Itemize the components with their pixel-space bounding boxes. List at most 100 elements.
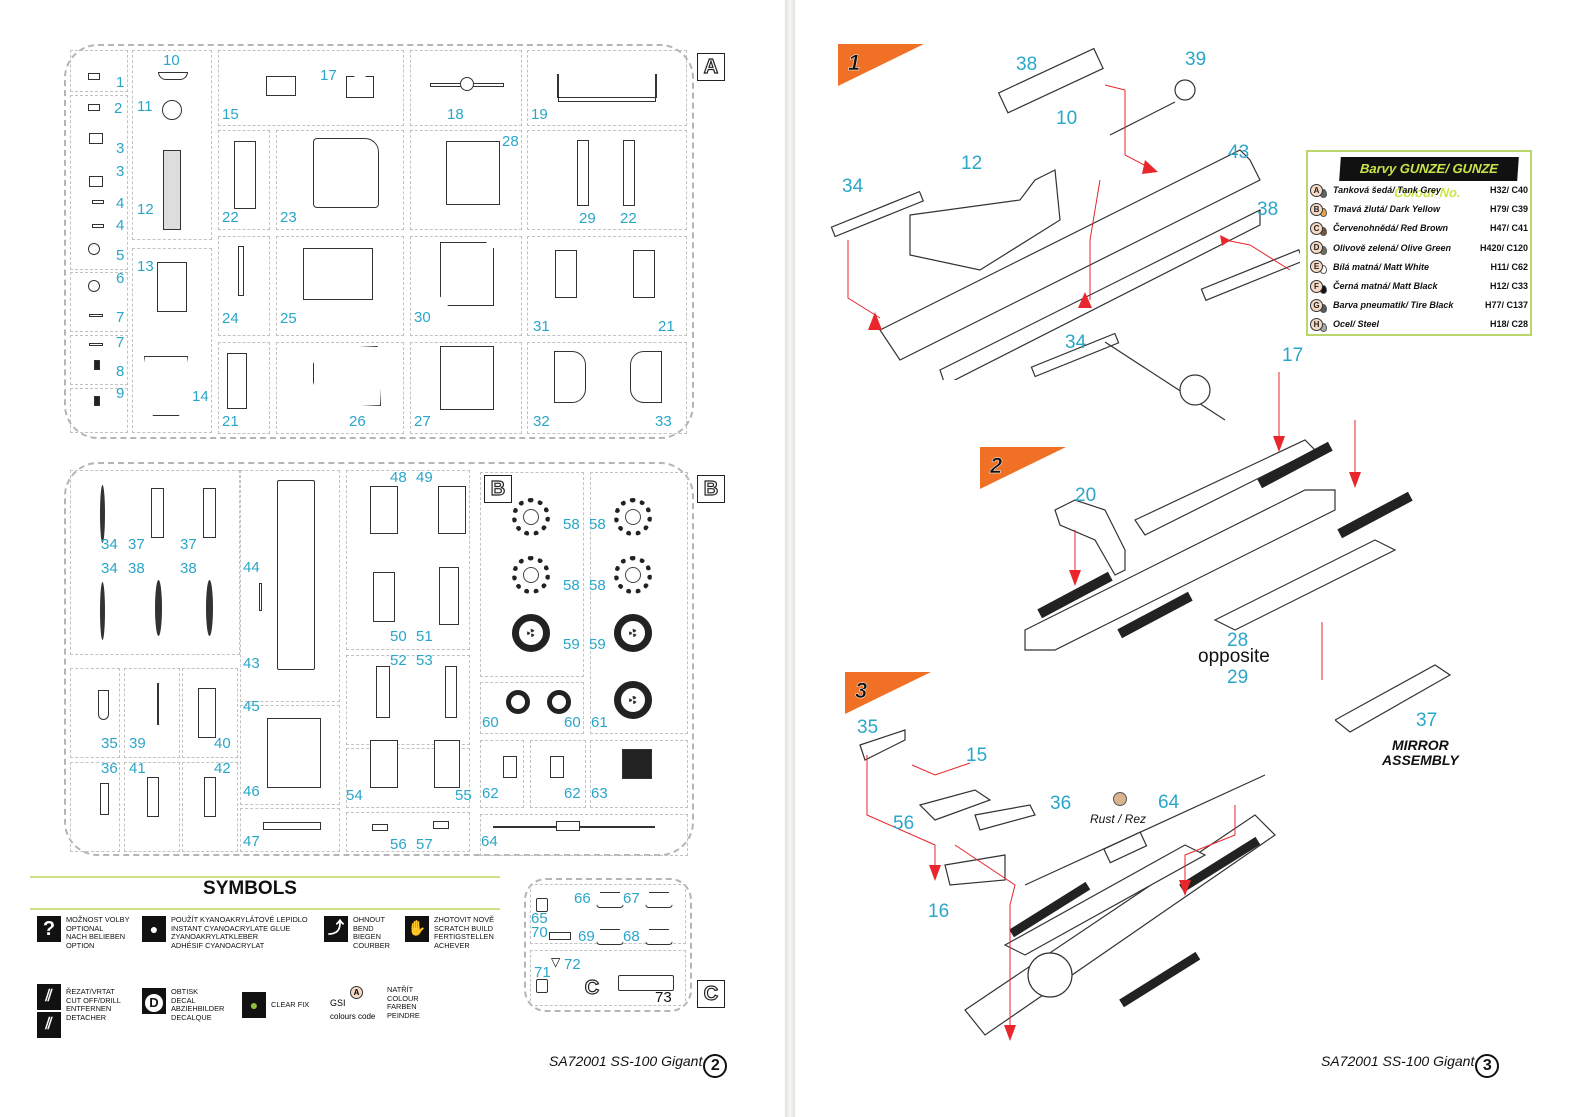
symbol-text: POUŽÍT KYANOAKRYLÁTOVÉ LEPIDLO INSTANT C… (171, 915, 308, 950)
product-code: SA72001 (549, 1053, 607, 1069)
paint-code: H12/ C33 (1489, 281, 1528, 291)
part-number: 33 (655, 413, 672, 430)
paint-letter-badge: C (1310, 221, 1323, 235)
paint-letter-badge: B (1310, 202, 1323, 216)
symbols-title: SYMBOLS (203, 878, 297, 899)
part-shape (376, 666, 390, 718)
part-number: 55 (455, 787, 472, 804)
sprue-b-label: B (697, 475, 725, 503)
sprue-cell (346, 812, 470, 852)
callout-20: 20 (1075, 485, 1097, 506)
sprue-cell (70, 388, 128, 433)
part-shape (204, 777, 216, 817)
paint-name: Červenohnědá/ Red Brown (1333, 223, 1449, 234)
part-shape (440, 346, 494, 410)
callout-38: 38 (1016, 54, 1038, 75)
model-name: SS-100 Gigant (1382, 1053, 1475, 1069)
sprue-cell (218, 50, 404, 126)
part-number: 3 (116, 140, 125, 157)
part-number: 31 (533, 318, 550, 335)
sprue-cell (530, 740, 586, 808)
paint-name: Olivově zelená/ Olive Green (1333, 242, 1452, 253)
part-number: 28 (502, 133, 519, 150)
part-number: 68 (623, 928, 640, 945)
sprue-cell (527, 342, 687, 434)
sprue-cell (124, 762, 180, 852)
part-number: 58 (563, 577, 580, 594)
paint-row: B Tmavá žlutá/ Dark Yellow H79/ C39 (1310, 200, 1528, 218)
step-1-diagram (830, 47, 1300, 380)
paint-code: H47/ C41 (1489, 223, 1528, 234)
part-number: 53 (416, 652, 433, 669)
part-shape (100, 485, 105, 543)
part-shape (88, 73, 100, 80)
part-shape (536, 979, 548, 993)
part-shape (549, 932, 571, 940)
paint-letter-badge: D (1310, 241, 1323, 255)
part-number: 65 (531, 910, 548, 927)
part-shape (198, 688, 216, 738)
paint-code: H420/ C120 (1479, 242, 1528, 253)
part-number: 1 (116, 74, 125, 91)
step-3-diagram (859, 729, 1276, 1041)
paint-letter-badge: H (1310, 317, 1323, 331)
part-shape (89, 343, 103, 346)
sprue-cell (70, 50, 128, 92)
sprue-cell (480, 814, 688, 856)
part-shape (440, 242, 494, 306)
part-number: 40 (214, 735, 231, 752)
symbol-text: ŘEZAT/VRTAT CUT OFF/DRILL ENTFERNEN DETA… (66, 987, 121, 1022)
part-number: 13 (137, 258, 154, 275)
rust-paint-icon (1113, 792, 1127, 806)
sprue-c-frame (524, 878, 692, 1012)
part-shape (438, 486, 466, 534)
part-number: 12 (137, 201, 154, 218)
paint-code: H79/ C39 (1489, 204, 1528, 215)
part-number: 45 (243, 698, 260, 715)
part-number: 2 (114, 100, 123, 117)
symbol-paint-code: GSI A colours code NATŘÍT COLOUR FARBEN … (330, 985, 420, 1022)
part-number: 54 (346, 787, 363, 804)
part-number: 36 (101, 760, 118, 777)
callout-56: 56 (893, 813, 915, 834)
part-number: 46 (243, 783, 260, 800)
part-number: 43 (243, 655, 260, 672)
part-shape (623, 140, 635, 206)
sprue-cell (480, 740, 524, 808)
sprue-cell (240, 705, 340, 805)
wheel-part (614, 614, 652, 652)
callout-34b: 34 (1065, 332, 1087, 353)
part-number: 14 (192, 388, 209, 405)
part-shape (88, 280, 100, 292)
sprue-cell (480, 472, 584, 677)
part-number: 39 (129, 735, 146, 752)
mirror-assembly-label: MIRROR ASSEMBLY (1382, 737, 1459, 768)
part-shape (445, 666, 457, 718)
part-shape (263, 822, 321, 830)
sprue-cell (346, 748, 470, 808)
part-number: 9 (116, 385, 125, 402)
paint-row: H Ocel/ Steel H18/ C28 (1310, 315, 1528, 333)
part-number: 72 (564, 956, 581, 973)
sprue-cell (70, 668, 120, 758)
paint-code: H18/ C28 (1489, 319, 1528, 330)
part-number: 6 (116, 270, 125, 287)
part-number: 73 (655, 989, 672, 1006)
paint-table-title: Barvy GUNZE/ GUNZE Colour No. (1339, 157, 1519, 200)
sprue-cell (182, 668, 238, 758)
part-number: 51 (416, 628, 433, 645)
part-shape (267, 718, 321, 788)
sprue-cell (410, 236, 522, 336)
part-number: 41 (129, 760, 146, 777)
sprue-cell (124, 668, 180, 758)
part-shape (158, 72, 188, 80)
hand-icon: ✋ (405, 916, 429, 942)
paint-name: Ocel/ Steel (1333, 319, 1380, 330)
symbol-text: OHNOUT BEND BIEGEN COURBER (353, 915, 390, 950)
question-icon: ? (37, 916, 61, 942)
paint-name: Tmavá žlutá/ Dark Yellow (1333, 204, 1441, 215)
part-shape (266, 76, 296, 96)
sprue-cell (590, 472, 688, 734)
sprue-cell (530, 950, 686, 1006)
